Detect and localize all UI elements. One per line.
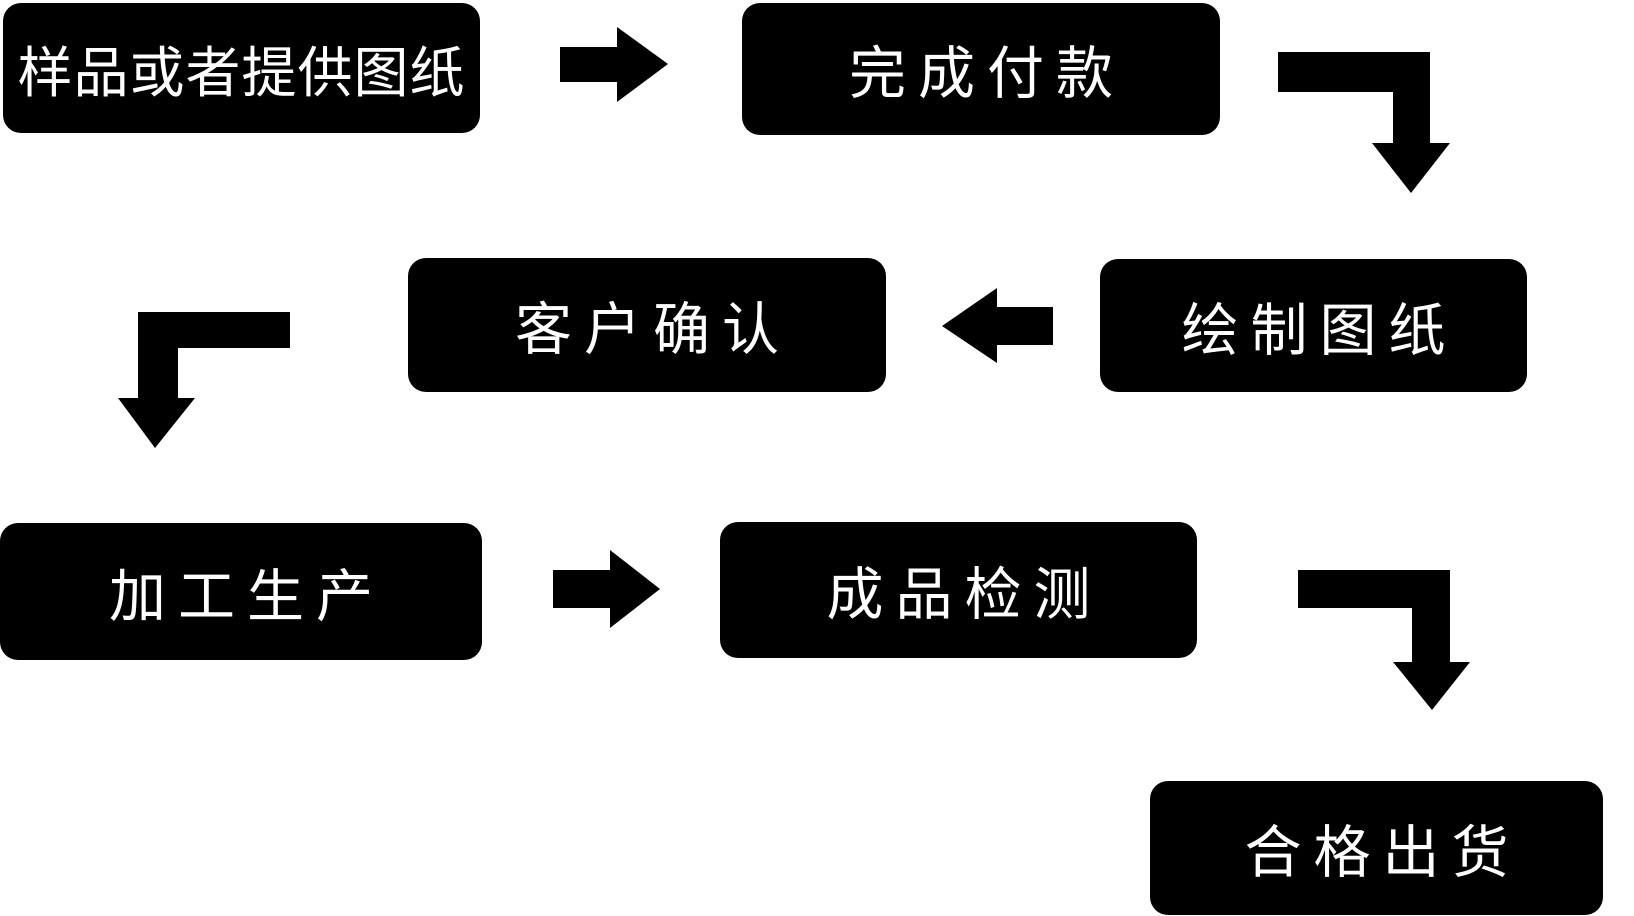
flow-node-confirm-label: 客户确认 bbox=[515, 297, 791, 363]
flow-node-sample-label: 样品或者提供图纸 bbox=[17, 41, 466, 105]
arrow-elbow-down-left-icon bbox=[118, 312, 290, 448]
flow-node-confirm: 客户确认 bbox=[408, 258, 886, 392]
flow-node-shipment: 合格出货 bbox=[1150, 781, 1603, 915]
arrow-left-icon bbox=[942, 288, 1053, 363]
flow-node-payment: 完成付款 bbox=[742, 3, 1220, 135]
flow-node-inspection: 成品检测 bbox=[720, 522, 1197, 658]
flow-node-draw: 绘制图纸 bbox=[1100, 259, 1527, 392]
flow-node-draw-label: 绘制图纸 bbox=[1181, 297, 1458, 364]
flow-node-payment-label: 完成付款 bbox=[849, 41, 1125, 107]
flow-node-inspection-label: 成品检测 bbox=[826, 562, 1103, 628]
arrow-right-icon bbox=[553, 550, 660, 628]
arrow-elbow-down-right-icon bbox=[1298, 570, 1470, 710]
flow-node-production: 加工生产 bbox=[0, 523, 482, 660]
flow-node-sample: 样品或者提供图纸 bbox=[3, 3, 480, 133]
arrow-elbow-down-right-icon bbox=[1278, 52, 1450, 193]
flow-node-shipment-label: 合格出货 bbox=[1244, 820, 1521, 886]
flow-node-production-label: 加工生产 bbox=[109, 563, 385, 630]
arrow-right-icon bbox=[560, 27, 668, 102]
